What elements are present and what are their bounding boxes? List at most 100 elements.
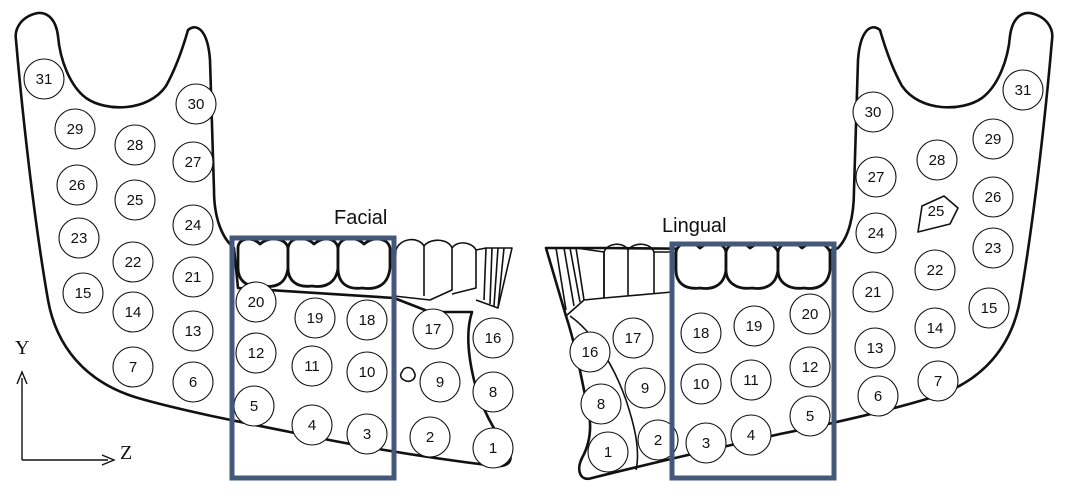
facial-site-number: 27 <box>185 154 202 171</box>
lingual-site-number: 3 <box>702 435 710 452</box>
facial-site-number: 2 <box>426 429 434 446</box>
facial-site-23: 23 <box>59 218 99 258</box>
lingual-site-21: 21 <box>853 272 893 312</box>
lingual-site-number: 24 <box>868 225 885 242</box>
lingual-site-10: 10 <box>681 364 721 404</box>
lingual-site-number: 15 <box>981 300 998 317</box>
lingual-molar-3 <box>778 243 830 288</box>
facial-site-number: 24 <box>185 217 202 234</box>
lingual-site-24: 24 <box>856 213 896 253</box>
facial-site-number: 23 <box>71 230 88 247</box>
facial-site-19: 19 <box>295 298 335 338</box>
facial-site-7: 7 <box>113 347 153 387</box>
lingual-site-number: 26 <box>985 189 1002 206</box>
facial-site-number: 1 <box>489 440 497 457</box>
facial-site-3: 3 <box>347 414 387 454</box>
lingual-site-number: 17 <box>625 330 642 347</box>
facial-site-5: 5 <box>234 386 274 426</box>
facial-site-number: 9 <box>436 374 444 391</box>
facial-site-number: 7 <box>129 359 137 376</box>
lingual-site-number: 2 <box>654 432 662 449</box>
facial-site-11: 11 <box>292 346 332 386</box>
lingual-site-19: 19 <box>734 306 774 346</box>
facial-site-9: 9 <box>420 362 460 402</box>
lingual-site-number: 13 <box>867 340 884 357</box>
lingual-site-5: 5 <box>790 396 830 436</box>
lingual-site-14: 14 <box>915 308 955 348</box>
lingual-molar-2 <box>726 243 778 288</box>
facial-site-number: 31 <box>36 71 53 88</box>
lingual-site-7: 7 <box>918 361 958 401</box>
lingual-site-number: 29 <box>985 131 1002 148</box>
lingual-site-15: 15 <box>969 288 1009 328</box>
facial-site-number: 12 <box>248 345 265 362</box>
facial-site-number: 11 <box>304 358 320 375</box>
facial-site-4: 4 <box>292 405 332 445</box>
facial-site-number: 29 <box>67 121 84 138</box>
lingual-site-9: 9 <box>625 368 665 408</box>
lingual-site-22: 22 <box>915 250 955 290</box>
facial-site-number: 26 <box>69 177 86 194</box>
facial-site-27: 27 <box>173 142 213 182</box>
facial-site-29: 29 <box>55 109 95 149</box>
lingual-site-number: 31 <box>1015 82 1032 99</box>
facial-site-number: 28 <box>127 137 144 154</box>
facial-site-number: 8 <box>489 384 497 401</box>
lingual-site-number: 20 <box>802 306 819 323</box>
facial-site-number: 5 <box>250 398 258 415</box>
facial-site-21: 21 <box>173 257 213 297</box>
facial-site-30: 30 <box>176 84 216 124</box>
lingual-site-number: 12 <box>802 359 819 376</box>
facial-molar-2 <box>288 238 338 286</box>
facial-site-number: 30 <box>188 96 205 113</box>
facial-site-10: 10 <box>347 352 387 392</box>
facial-site-20: 20 <box>236 282 276 322</box>
facial-site-15: 15 <box>63 273 103 313</box>
lingual-site-number: 23 <box>985 240 1002 257</box>
lingual-site-28: 28 <box>917 140 957 180</box>
facial-site-6: 6 <box>173 362 213 402</box>
lingual-site-number: 25 <box>928 203 945 220</box>
facial-site-13: 13 <box>173 311 213 351</box>
facial-site-18: 18 <box>347 300 387 340</box>
facial-site-22: 22 <box>113 242 153 282</box>
lingual-site-20: 20 <box>790 294 830 334</box>
lingual-site-number: 1 <box>604 444 612 461</box>
lingual-site-number: 22 <box>927 262 944 279</box>
lingual-site-23: 23 <box>973 228 1013 268</box>
lingual-site-number: 21 <box>865 284 882 301</box>
lingual-site-number: 8 <box>597 396 605 413</box>
lingual-site-27: 27 <box>856 157 896 197</box>
facial-site-number: 19 <box>307 310 324 327</box>
facial-site-31: 31 <box>24 59 64 99</box>
lingual-label: Lingual <box>662 215 727 237</box>
lingual-site-number: 30 <box>865 104 882 121</box>
lingual-site-30: 30 <box>853 92 893 132</box>
facial-site-2: 2 <box>410 417 450 457</box>
facial-site-number: 17 <box>425 321 442 338</box>
facial-site-number: 16 <box>485 330 502 347</box>
lingual-site-number: 11 <box>743 372 759 389</box>
facial-site-14: 14 <box>113 292 153 332</box>
lingual-site-number: 4 <box>747 427 755 444</box>
facial-molar-3 <box>338 238 390 288</box>
lingual-site-number: 19 <box>746 318 763 335</box>
facial-site-number: 14 <box>125 304 142 321</box>
lingual-site-number: 9 <box>641 380 649 397</box>
facial-site-number: 21 <box>185 269 202 286</box>
lingual-site-18: 18 <box>681 313 721 353</box>
lingual-site-6: 6 <box>858 376 898 416</box>
lingual-site-number: 28 <box>929 152 946 169</box>
facial-site-number: 13 <box>185 323 202 340</box>
lingual-site-number: 27 <box>868 169 885 186</box>
lingual-site-3: 3 <box>686 423 726 463</box>
facial-site-26: 26 <box>57 165 97 205</box>
facial-site-number: 15 <box>75 285 92 302</box>
facial-site-1: 1 <box>473 428 513 468</box>
facial-site-28: 28 <box>115 125 155 165</box>
facial-label: Facial <box>334 207 387 229</box>
facial-incisors <box>476 248 512 308</box>
lingual-site-26: 26 <box>973 177 1013 217</box>
facial-molar-1 <box>238 239 288 286</box>
